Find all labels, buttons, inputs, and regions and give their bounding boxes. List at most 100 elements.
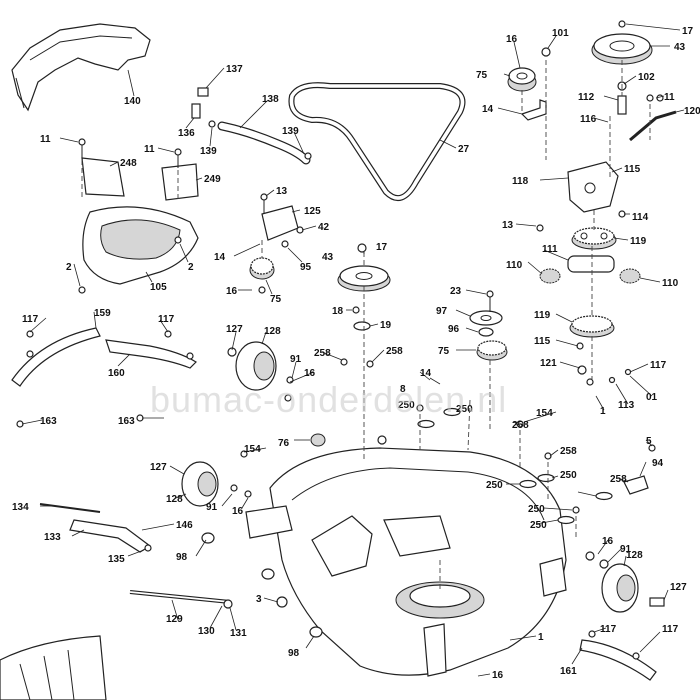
gauge-wheel-128a (235, 341, 277, 391)
skid-bar-160 (105, 339, 197, 369)
pulley-75-left (249, 257, 275, 280)
callout-c23: 23 (450, 286, 462, 297)
gear-110-left (539, 268, 561, 284)
gearbox-gear-119b (569, 315, 615, 338)
grille-bottom-left (0, 635, 107, 700)
callout-c91c: 91 (620, 544, 632, 555)
callout-c159: 159 (94, 308, 111, 319)
callout-c19: 19 (380, 320, 392, 331)
callout-c136: 136 (178, 128, 195, 139)
assembly-guide-lines (81, 60, 651, 590)
callout-c111: 111 (542, 244, 558, 255)
callout-c248: 248 (120, 158, 137, 169)
callout-c117c: 117 (158, 314, 175, 325)
callout-c249: 249 (204, 174, 221, 185)
gearbox-gear-119a (571, 227, 617, 250)
callout-c11b: 11 (40, 134, 51, 145)
pulley-43-center (337, 265, 391, 292)
callout-c76: 76 (278, 438, 290, 449)
callout-c16c: 16 (304, 368, 316, 379)
callout-c115b: 115 (534, 336, 551, 347)
callout-c117e: 117 (662, 624, 679, 635)
callout-c102: 102 (638, 72, 655, 83)
callout-c75a: 75 (476, 70, 488, 81)
callout-c127c: 127 (670, 582, 687, 593)
callout-c129: 129 (166, 614, 183, 625)
callout-c120: 120 (684, 106, 700, 117)
callout-c121: 121 (540, 358, 557, 369)
callout-c116: 116 (580, 114, 597, 125)
callout-c128a: 128 (264, 326, 281, 337)
callout-c137: 137 (226, 64, 243, 75)
callout-c118: 118 (512, 176, 529, 187)
callout-c97: 97 (436, 306, 448, 317)
pulley-75-top (507, 67, 537, 92)
pulley-43-top (591, 33, 653, 65)
callout-c131: 131 (230, 628, 247, 639)
callout-c128b: 128 (166, 494, 183, 505)
watermark-text: bumac-onderdelen.nl (150, 379, 507, 420)
callout-c2a: 2 (66, 262, 72, 273)
callout-c17b: 17 (376, 242, 388, 253)
callout-c163b: 163 (118, 416, 135, 427)
rod-134 (39, 503, 101, 513)
mower-deck-1 (245, 447, 567, 677)
callout-c43b: 43 (322, 252, 334, 263)
callout-c258a: 258 (610, 474, 627, 485)
callout-c160: 160 (108, 368, 125, 379)
callout-c250a: 250 (398, 400, 415, 411)
callout-c135: 135 (108, 554, 125, 565)
callout-c14c: 14 (420, 368, 432, 379)
callout-c134: 134 (12, 502, 29, 513)
callout-c27: 27 (458, 144, 470, 155)
callout-c75b: 75 (270, 294, 282, 305)
idler-arm-118 (567, 161, 619, 213)
callout-c114: 114 (632, 212, 649, 223)
callout-c140: 140 (124, 96, 141, 107)
callout-c5: 5 (646, 436, 652, 447)
callout-c128c: 128 (626, 550, 643, 561)
callout-c139a: 139 (282, 126, 299, 137)
callout-c1a: 1 (600, 406, 606, 417)
callout-c127b: 127 (150, 462, 167, 473)
callout-c16d: 16 (232, 506, 244, 517)
belt-shield-140 (11, 23, 151, 112)
rod-120 (629, 110, 677, 142)
callout-c16f: 16 (492, 670, 504, 681)
callout-c163a: 163 (40, 416, 57, 427)
callout-c258b: 258 (314, 348, 331, 359)
shield-105 (82, 206, 199, 285)
callout-c117d: 117 (600, 624, 617, 635)
callout-c146: 146 (176, 520, 193, 531)
callout-c112: 112 (578, 92, 595, 103)
callout-c250d: 250 (486, 480, 503, 491)
callout-c127a: 127 (226, 324, 243, 335)
callout-c139b: 139 (200, 146, 217, 157)
callout-c75c: 75 (438, 346, 450, 357)
guard-plate-249 (161, 163, 199, 201)
callout-c91b: 91 (206, 502, 218, 513)
callout-c94: 94 (652, 458, 664, 469)
callout-c154a: 154 (536, 408, 553, 419)
rod-129 (129, 590, 231, 604)
callout-c14a: 14 (482, 104, 494, 115)
callout-c138: 138 (262, 94, 279, 105)
callout-c119a: 119 (630, 236, 647, 247)
callout-c11c: 11 (144, 144, 155, 155)
callout-c13b: 13 (276, 186, 288, 197)
callout-c91a: 91 (290, 354, 302, 365)
guard-plate-248 (81, 157, 125, 197)
callout-c250e: 250 (528, 504, 545, 515)
callout-c1b: 1 (538, 632, 544, 643)
callout-c17a: 17 (682, 26, 694, 37)
gauge-wheel-128b (181, 461, 219, 507)
callout-c11a: 11 (664, 92, 675, 103)
callout-c98a: 98 (176, 552, 188, 563)
callout-c95: 95 (300, 262, 312, 273)
callout-c115a: 115 (624, 164, 641, 175)
callout-c42: 42 (318, 222, 330, 233)
callout-c16e: 16 (602, 536, 614, 547)
callout-c258d: 258 (512, 420, 529, 431)
